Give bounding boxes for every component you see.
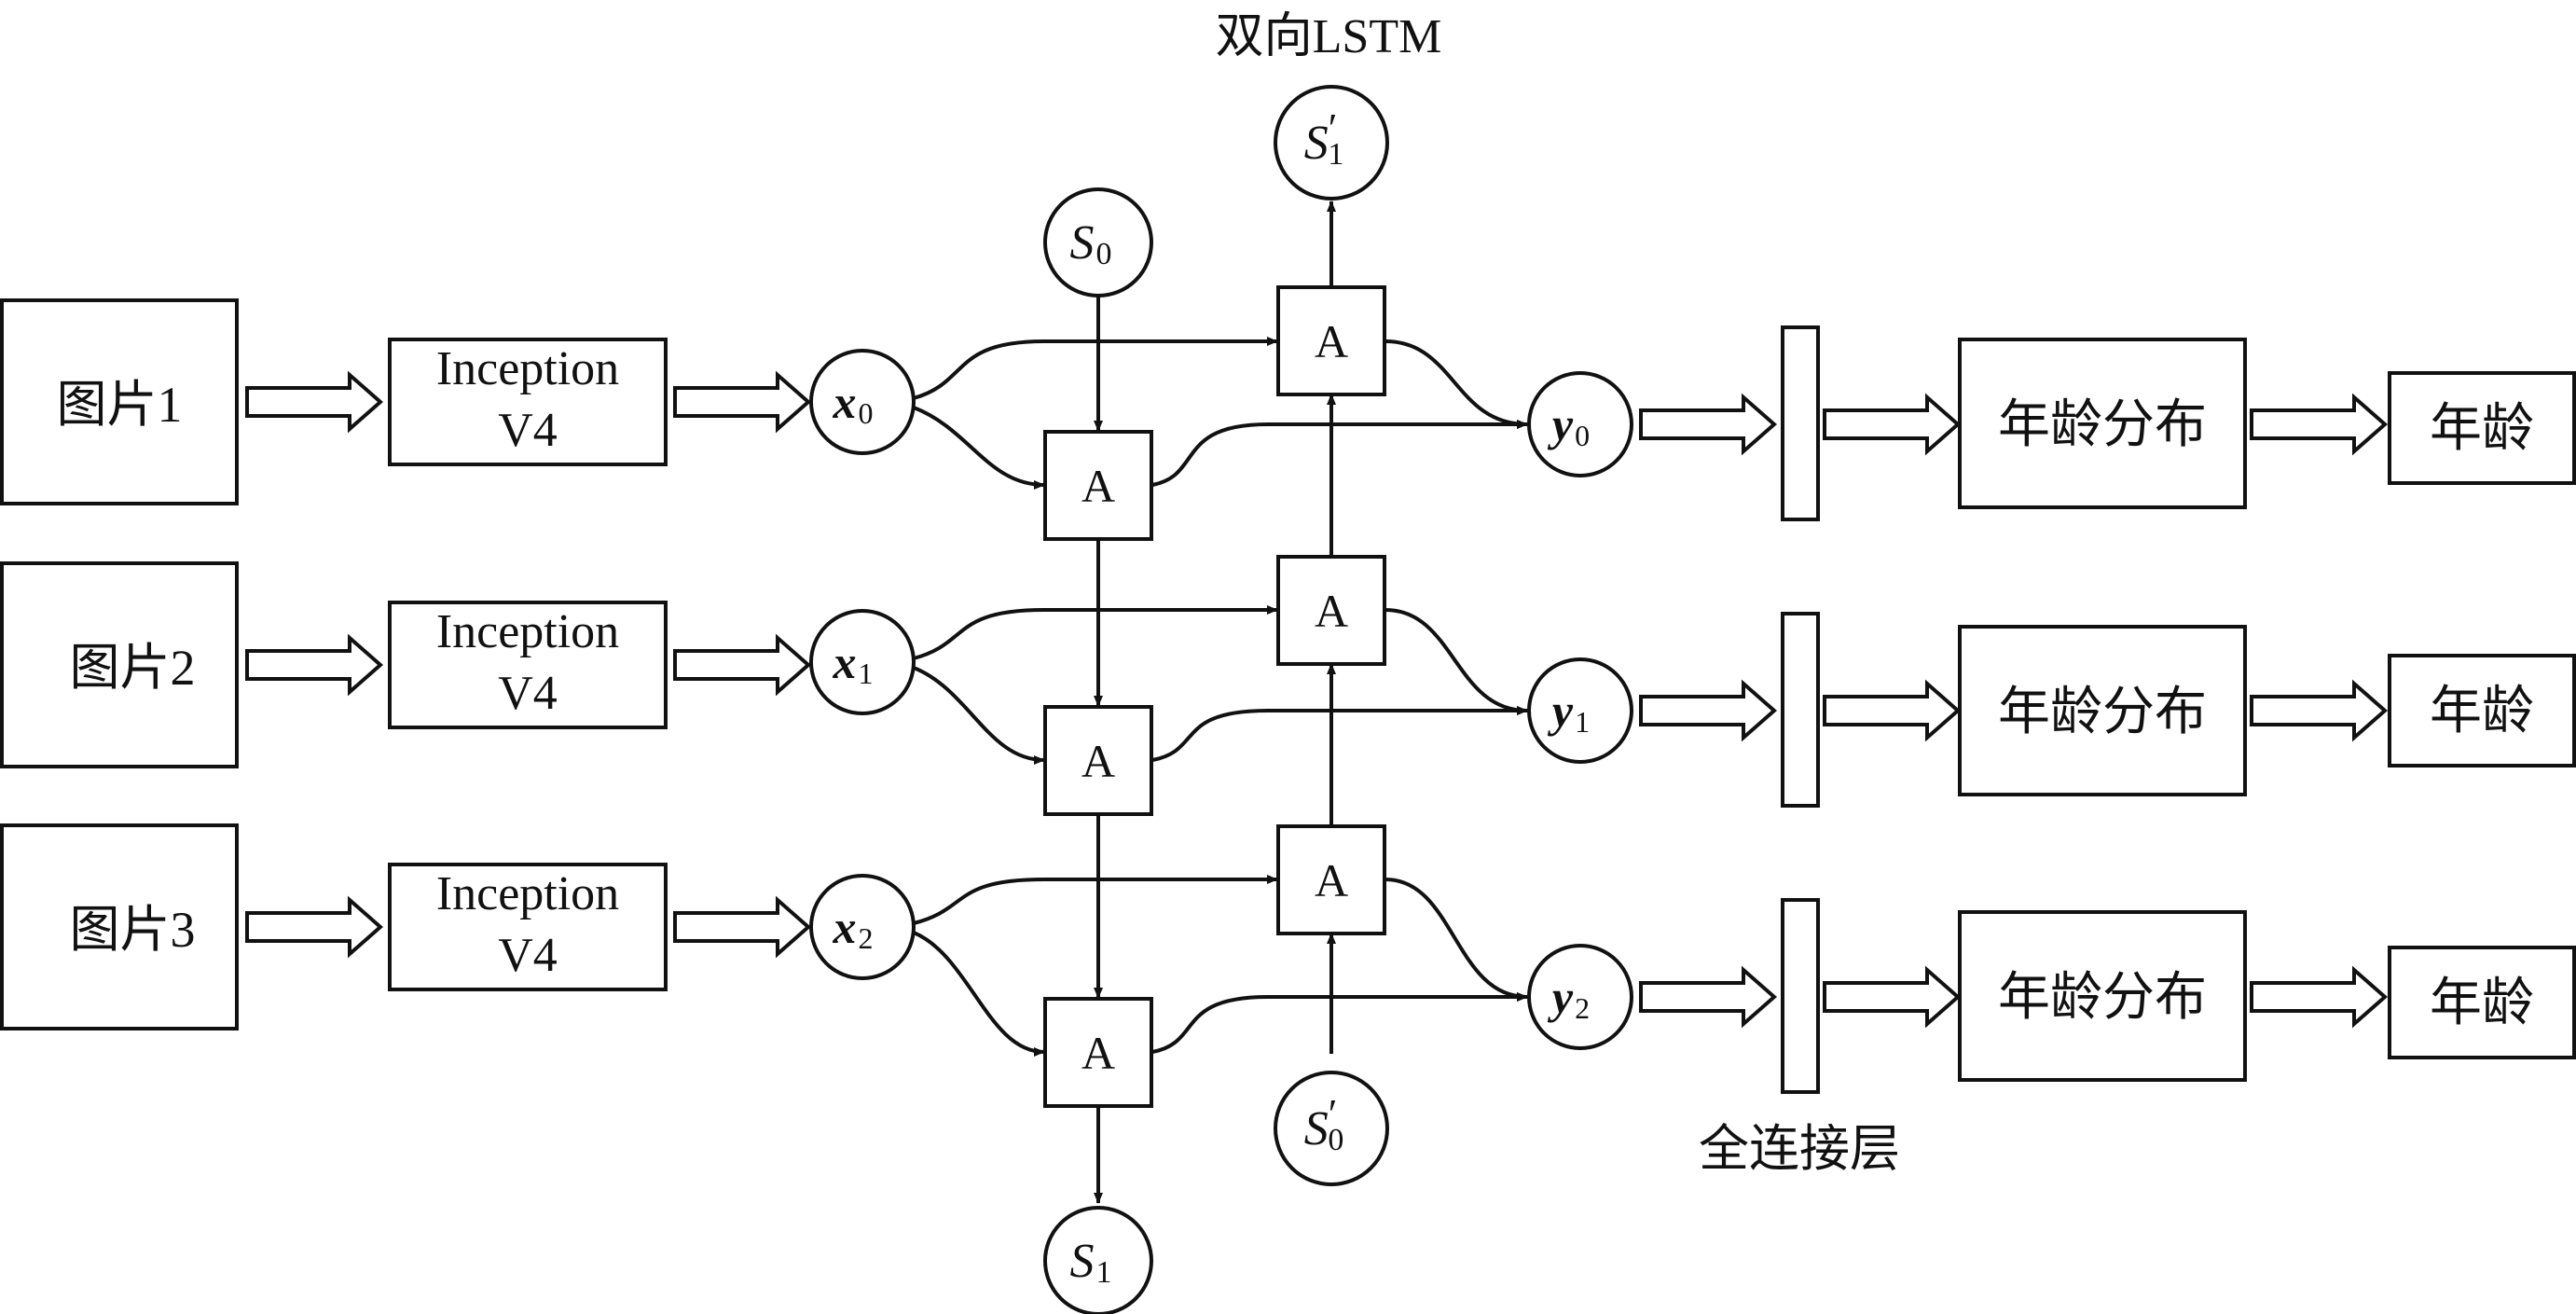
hollow-arrow [1639, 393, 1778, 456]
input-to-backward-cell [913, 875, 1278, 925]
hollow-arrow [673, 370, 812, 434]
input-to-forward-cell [913, 666, 1045, 765]
diagram-title: 双向LSTM [1216, 10, 1442, 63]
age-label-0: 年龄 [2430, 400, 2534, 458]
hollow-arrow [673, 895, 812, 959]
inception-label-line2: V4 [498, 929, 558, 982]
inception-box-2 [388, 601, 668, 729]
hollow-arrow [1639, 679, 1778, 742]
age-distribution-box-1 [1958, 625, 2247, 796]
hollow-arrow [1823, 679, 1962, 742]
fc-layer-bar-1 [1781, 612, 1820, 808]
row-0: 图片1 Inception V4 x0 y0 年龄分布 年龄 [0, 298, 2576, 521]
input-node-x0-label: x0 [833, 376, 874, 430]
hollow-arrow [245, 895, 384, 959]
age-label-1: 年龄 [2430, 683, 2534, 740]
output-node-y1-label: y1 [1548, 685, 1590, 739]
lstm-cell-label: A [1081, 460, 1115, 512]
age-label-2: 年龄 [2430, 975, 2534, 1032]
input-node-x1 [809, 609, 916, 715]
age-box-1 [2388, 654, 2576, 768]
hollow-arrow [1639, 965, 1778, 1029]
hollow-arrow [1823, 393, 1962, 456]
backward-cell-to-output [1384, 339, 1528, 429]
age-distribution-box-0 [1958, 338, 2247, 509]
age-distribution-label-1: 年龄分布 [1998, 684, 2207, 741]
hollow-arrow [2250, 679, 2389, 742]
fc-layer-bar-0 [1781, 325, 1820, 521]
inception-box-3 [388, 863, 668, 991]
inception-label-line2: V4 [498, 667, 558, 720]
inception-label-line1: Inception [436, 342, 619, 395]
forward-cell-to-output [1151, 992, 1528, 1054]
inception-label-line1: Inception [436, 605, 619, 658]
lstm-cell-label: A [1081, 1027, 1115, 1079]
input-node-x1-label: x1 [833, 636, 874, 690]
image-box-2 [0, 561, 239, 768]
image-label-3: 图片3 [70, 902, 196, 958]
age-distribution-box-2 [1958, 910, 2247, 1082]
inception-box-1 [388, 338, 668, 466]
state-node-s0-prime [1274, 1071, 1389, 1186]
input-node-x2 [809, 874, 916, 980]
row-2: 图片3 Inception V4 x2 y2 年龄分布 年龄 [0, 823, 2576, 1094]
forward-cell-to-output [1151, 706, 1528, 762]
state-node-s0-label: S0 [1070, 216, 1112, 271]
image-box-1 [0, 298, 239, 505]
image-label-2: 图片2 [70, 640, 196, 696]
fc-layer-label: 全连接层 [1699, 1121, 1900, 1177]
forward-lstm-cell-1 [1043, 705, 1153, 816]
state-node-s0-prime-label: S′0 [1304, 1091, 1344, 1157]
input-to-backward-cell [913, 337, 1278, 400]
backward-cell-to-output [1384, 608, 1528, 715]
inception-label-line2: V4 [498, 404, 558, 457]
image-box-3 [0, 823, 239, 1030]
lstm-cell-label: A [1315, 315, 1348, 367]
age-distribution-label-2: 年龄分布 [1998, 969, 2207, 1027]
inception-label-line1: Inception [436, 867, 619, 920]
backward-lstm-cell-1 [1276, 555, 1386, 666]
state-node-s1-prime-label: S′1 [1304, 105, 1344, 172]
input-node-x0 [809, 349, 916, 455]
output-node-y0 [1527, 371, 1633, 477]
image-label-1: 图片1 [57, 377, 183, 433]
output-node-y0-label: y0 [1548, 398, 1590, 452]
input-to-forward-cell [913, 406, 1045, 490]
age-box-0 [2388, 371, 2576, 485]
state-node-s1 [1043, 1206, 1153, 1314]
backward-lstm-cell-0 [1276, 285, 1386, 396]
backward-cell-to-output [1384, 878, 1528, 1002]
backward-lstm-cell-2 [1276, 824, 1386, 935]
hollow-arrow [245, 633, 384, 697]
lstm-cell-label: A [1081, 735, 1115, 787]
hollow-arrow [673, 633, 812, 697]
age-distribution-label-0: 年龄分布 [1998, 396, 2207, 454]
output-node-y2 [1527, 944, 1633, 1050]
hollow-arrow [2250, 965, 2389, 1029]
hollow-arrow [2250, 393, 2389, 456]
fc-layer-bar-2 [1781, 898, 1820, 1094]
state-node-s1-label: S1 [1070, 1235, 1112, 1290]
input-to-backward-cell [913, 605, 1278, 660]
output-node-y1 [1527, 657, 1633, 764]
lstm-cell-label: A [1315, 585, 1348, 637]
state-node-s0 [1043, 187, 1153, 297]
input-node-x2-label: x2 [833, 901, 874, 955]
hollow-arrow [245, 370, 384, 434]
output-node-y2-label: y2 [1548, 971, 1590, 1025]
forward-lstm-cell-2 [1043, 997, 1153, 1108]
lstm-cell-label: A [1315, 854, 1348, 906]
forward-lstm-cell-0 [1043, 430, 1153, 541]
hollow-arrow [1823, 965, 1962, 1029]
state-node-s1-prime [1274, 85, 1389, 201]
forward-cell-to-output [1151, 420, 1528, 487]
row-1: 图片2 Inception V4 x1 y1 年龄分布 年龄 [0, 561, 2576, 808]
input-to-forward-cell [913, 931, 1045, 1057]
age-box-2 [2388, 946, 2576, 1059]
